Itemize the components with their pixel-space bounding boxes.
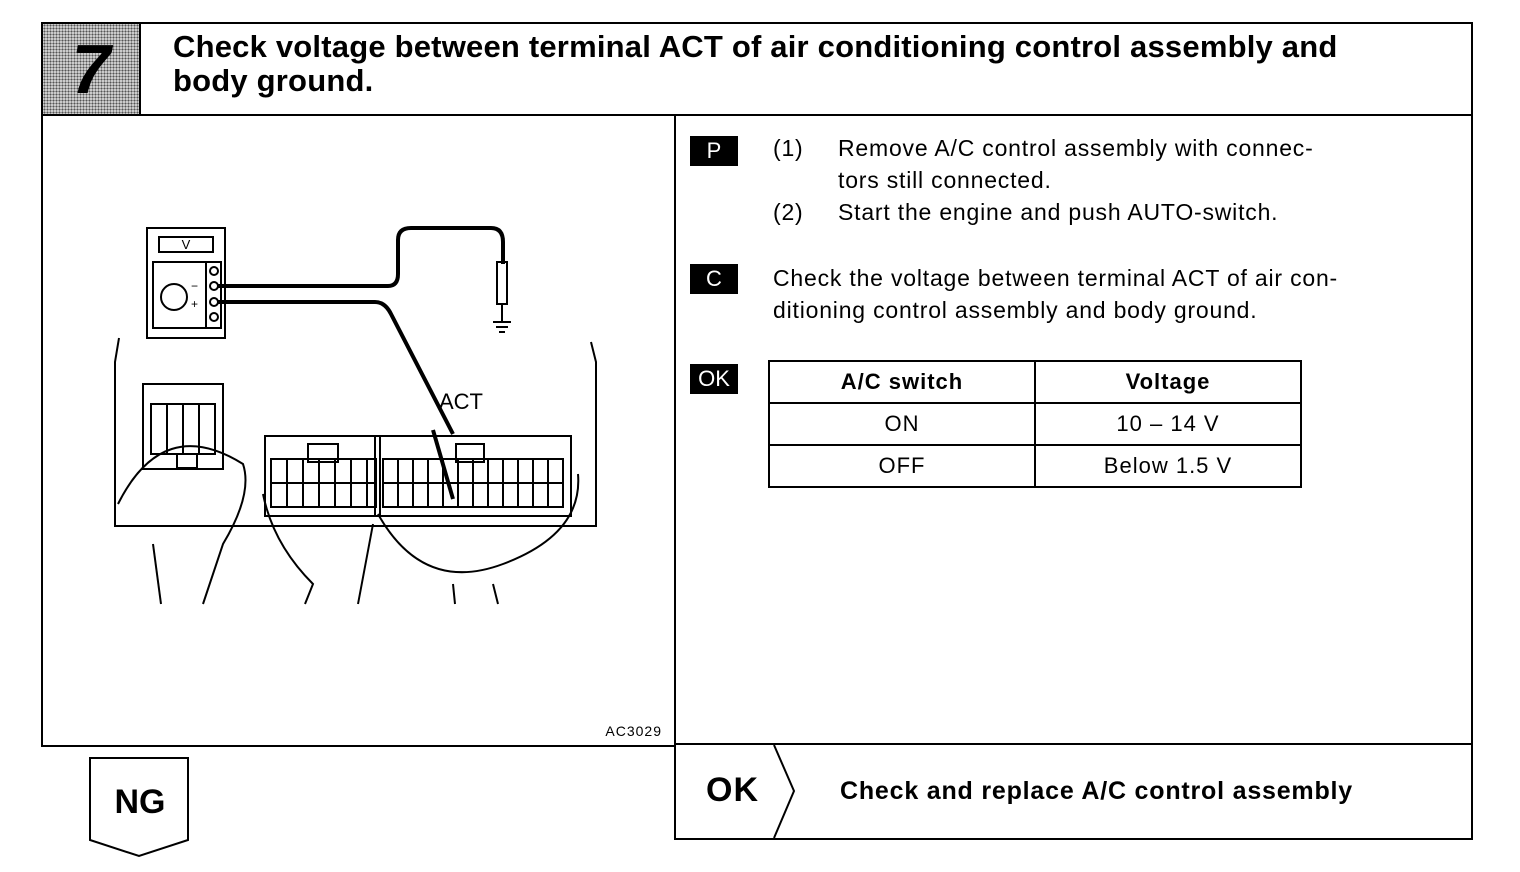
step-title: Check voltage between terminal ACT of ai… <box>173 30 1463 98</box>
check-line1: Check the voltage between terminal ACT o… <box>773 265 1339 291</box>
cell-voltage: 10 – 14 V <box>1034 402 1302 446</box>
cell-switch: OFF <box>768 444 1036 488</box>
voltage-spec-table: A/C switch Voltage ON 10 – 14 V OFF Belo… <box>768 360 1302 488</box>
check-line2: ditioning control assembly and body grou… <box>773 297 1258 323</box>
ng-arrow-box <box>89 757 189 858</box>
illustration-panel: V − + <box>41 114 676 747</box>
voltmeter-icon <box>146 227 226 339</box>
step2-text: Start the engine and push AUTO-switch. <box>838 199 1279 225</box>
title-line-1: Check voltage between terminal ACT of ai… <box>173 29 1338 64</box>
svg-text:+: + <box>191 297 198 311</box>
cell-switch: ON <box>768 402 1036 446</box>
ok-result-box: OK Check and replace A/C control assembl… <box>674 743 1473 840</box>
step-header: 7 Check voltage between terminal ACT of … <box>41 22 1473 116</box>
header-voltage: Voltage <box>1034 360 1302 404</box>
meter-label: V <box>182 237 191 252</box>
ok-result-action: Check and replace A/C control assembly <box>840 777 1353 805</box>
svg-text:−: − <box>191 279 198 293</box>
ok-tag: OK <box>690 364 738 394</box>
step1-line1: Remove A/C control assembly with connec- <box>838 135 1314 161</box>
step1-line2: tors still connected. <box>838 167 1052 193</box>
step-number: 7 <box>71 30 111 108</box>
check-tag: C <box>690 264 738 294</box>
ok-result-label: OK <box>706 771 759 809</box>
step-number-box: 7 <box>43 24 141 114</box>
cell-voltage: Below 1.5 V <box>1034 444 1302 488</box>
table-row: OFF Below 1.5 V <box>768 444 1302 488</box>
voltmeter-connector-diagram: V − + <box>114 226 597 605</box>
title-line-2: body ground. <box>173 63 374 98</box>
ng-label: NG <box>114 783 166 821</box>
table-row: ON 10 – 14 V <box>768 402 1302 446</box>
act-terminal-label: ACT <box>439 389 483 414</box>
header-ac-switch: A/C switch <box>768 360 1036 404</box>
step2-number: (2) <box>773 199 804 225</box>
step1-number: (1) <box>773 135 804 161</box>
chevron-right-icon <box>773 745 796 838</box>
table-header-row: A/C switch Voltage <box>768 360 1302 404</box>
prepare-tag: P <box>690 136 738 166</box>
figure-code: AC3029 <box>605 723 662 739</box>
